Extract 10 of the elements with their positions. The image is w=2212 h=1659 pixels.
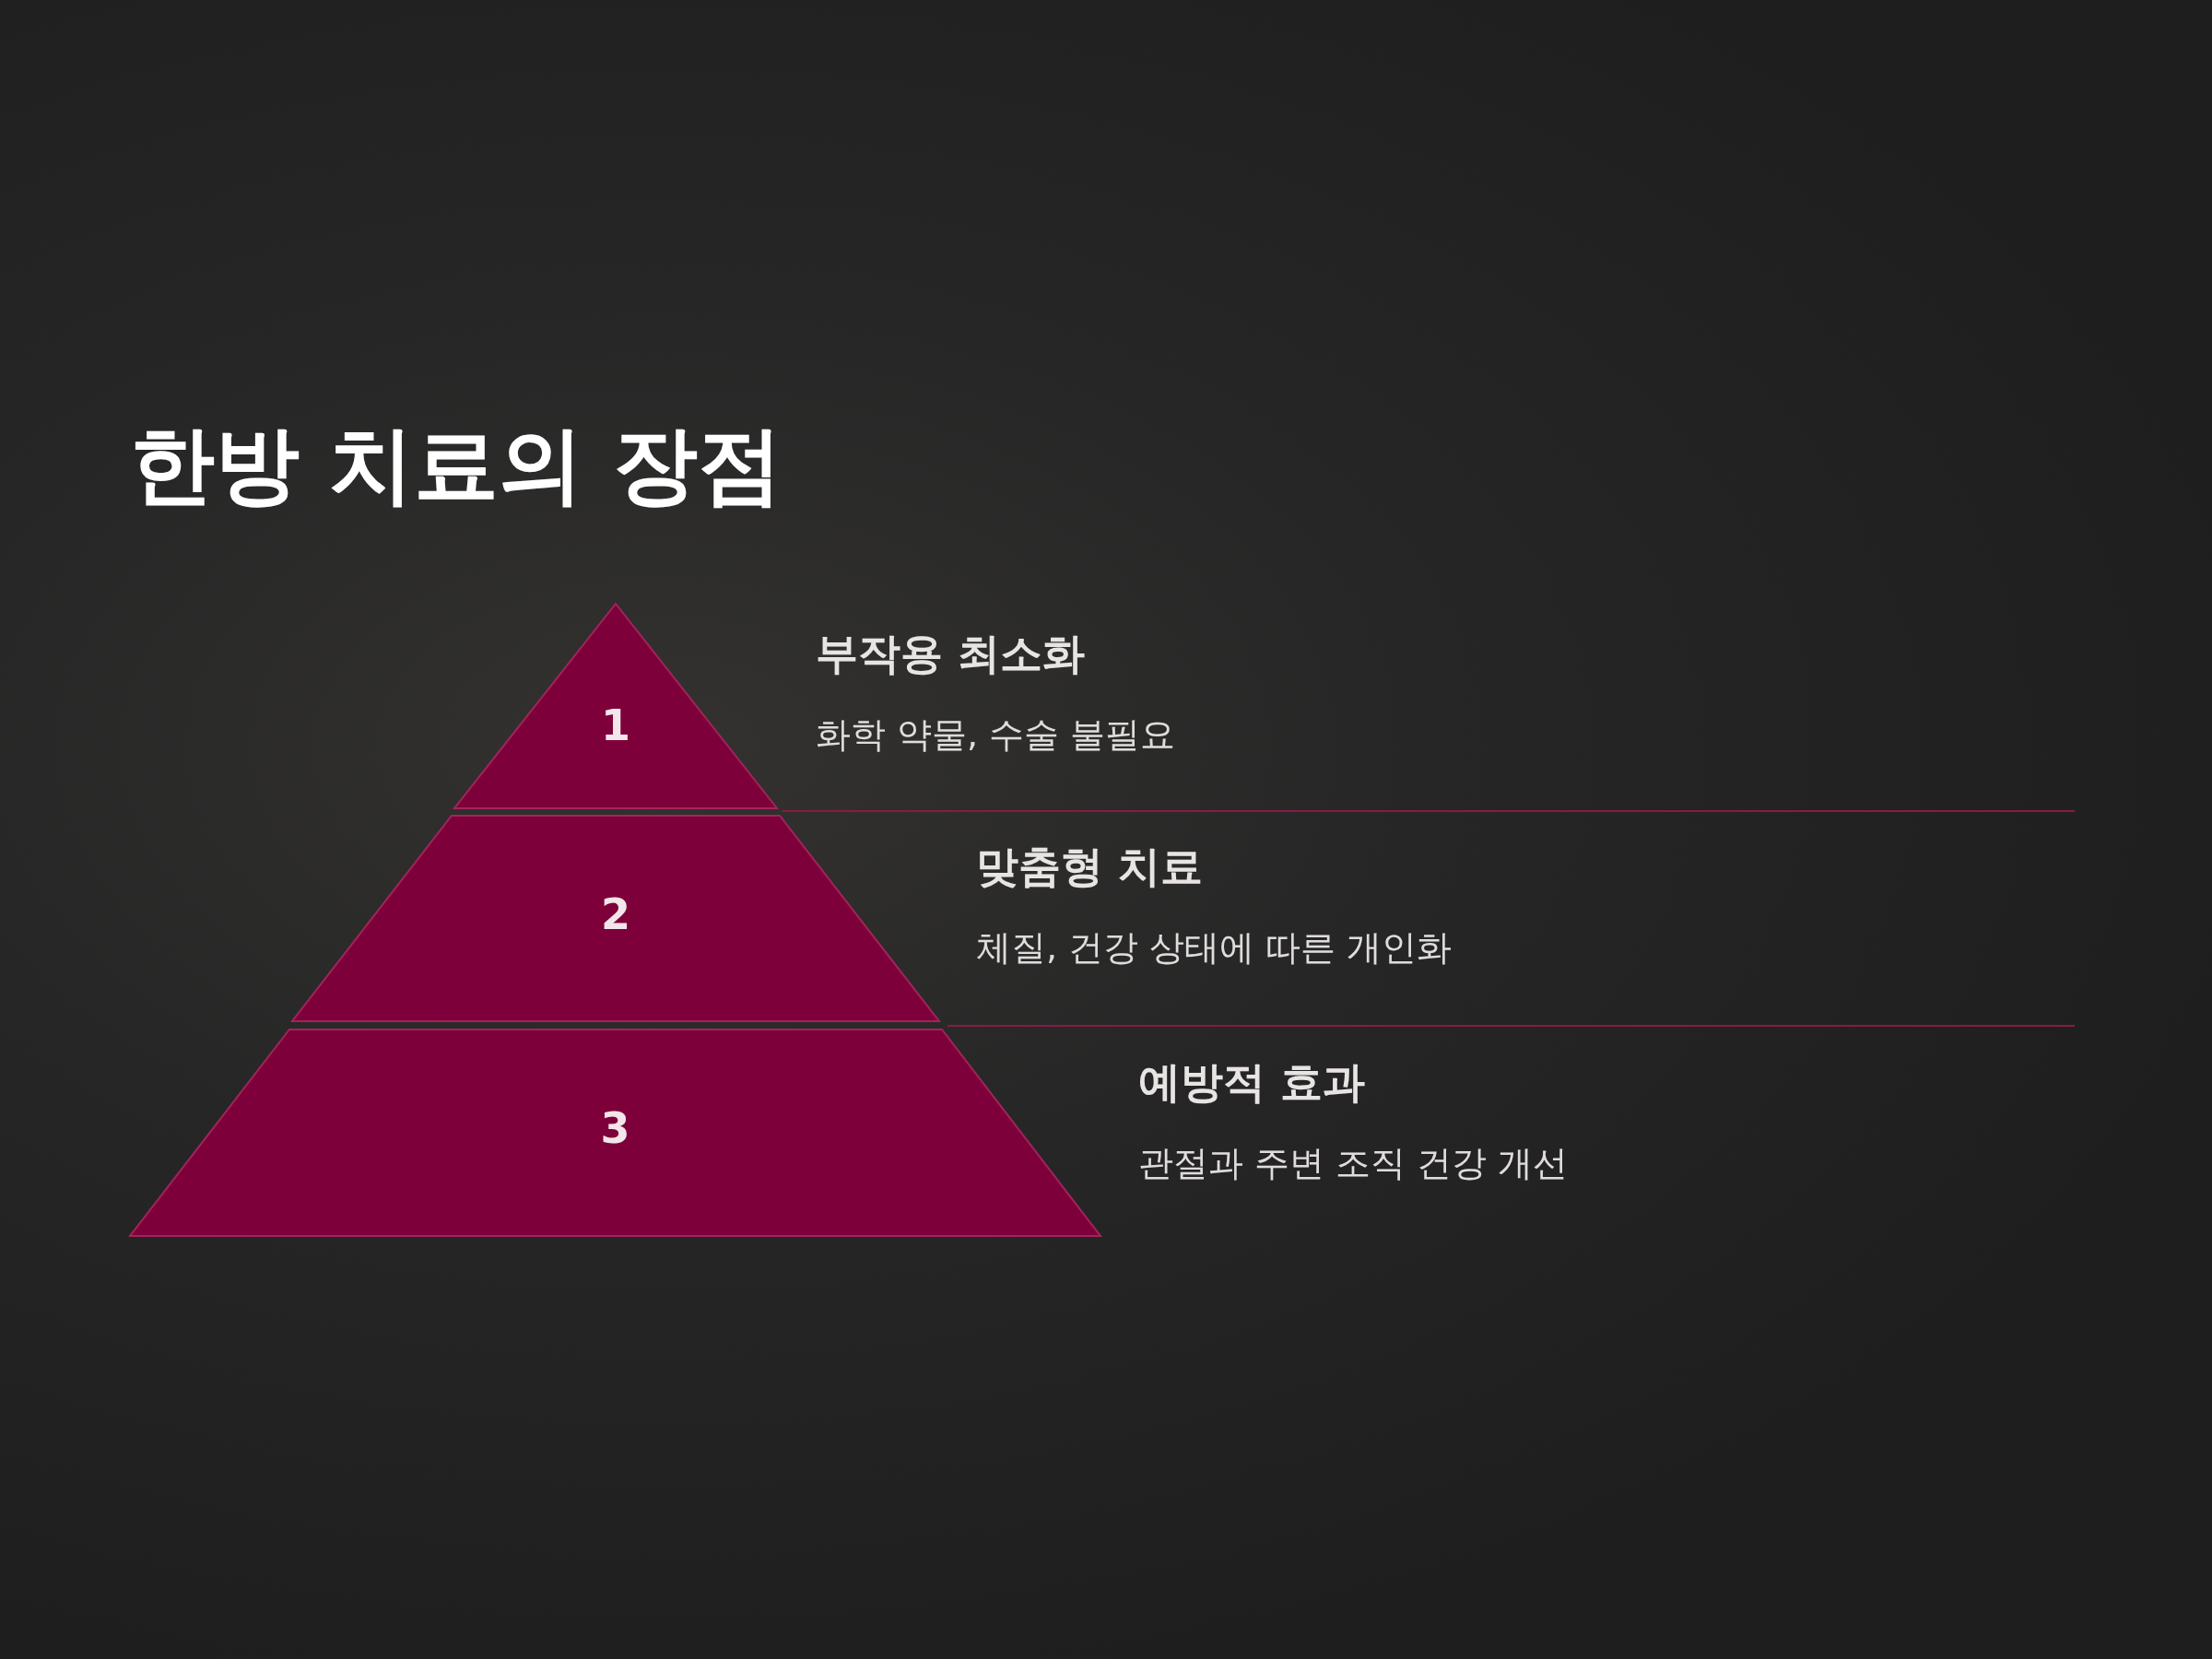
tier-description: 관절과 주변 조직 건강 개선: [1138, 1141, 1569, 1185]
slide-title: 한방 치료의 장점: [130, 415, 783, 516]
tier-number: 2: [600, 889, 631, 939]
tier-description: 체질, 건강 상태에 따른 개인화: [976, 925, 1453, 970]
tier-heading: 예방적 효과: [1138, 1056, 1365, 1109]
tier-heading: 부작용 최소화: [816, 628, 1085, 680]
tier-description: 화학 약물, 수술 불필요: [816, 712, 1176, 757]
tier-number: 1: [600, 700, 631, 750]
tier-number: 3: [599, 1103, 631, 1153]
tier-heading: 맞춤형 치료: [976, 841, 1203, 893]
